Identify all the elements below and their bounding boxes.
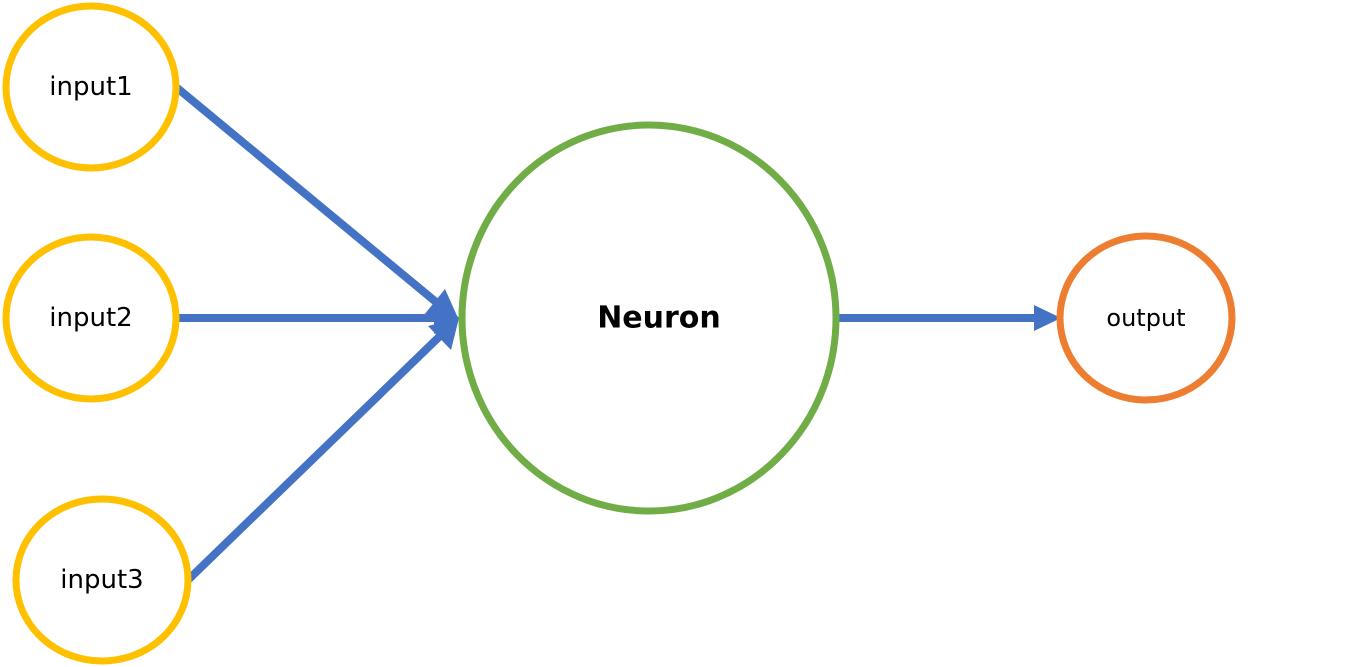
input-node-1: input1 — [2, 2, 180, 172]
input-node-2: input2 — [2, 233, 180, 403]
arrows — [173, 83, 1061, 583]
output-label: output — [1106, 304, 1185, 332]
arrow-neuron-to-output — [837, 305, 1061, 331]
neuron-node: Neuron — [458, 121, 840, 515]
input-node-1-label: input1 — [49, 72, 132, 102]
arrow-input2-to-neuron — [176, 302, 460, 334]
input-node-3-label: input3 — [60, 565, 143, 595]
input-node-2-label: input2 — [49, 303, 132, 333]
neuron-label: Neuron — [597, 301, 721, 336]
arrow-input1-to-neuron — [173, 83, 458, 318]
output-node: output — [1056, 232, 1236, 404]
arrow-input3-to-neuron — [185, 318, 459, 583]
input-node-3: input3 — [12, 495, 192, 665]
